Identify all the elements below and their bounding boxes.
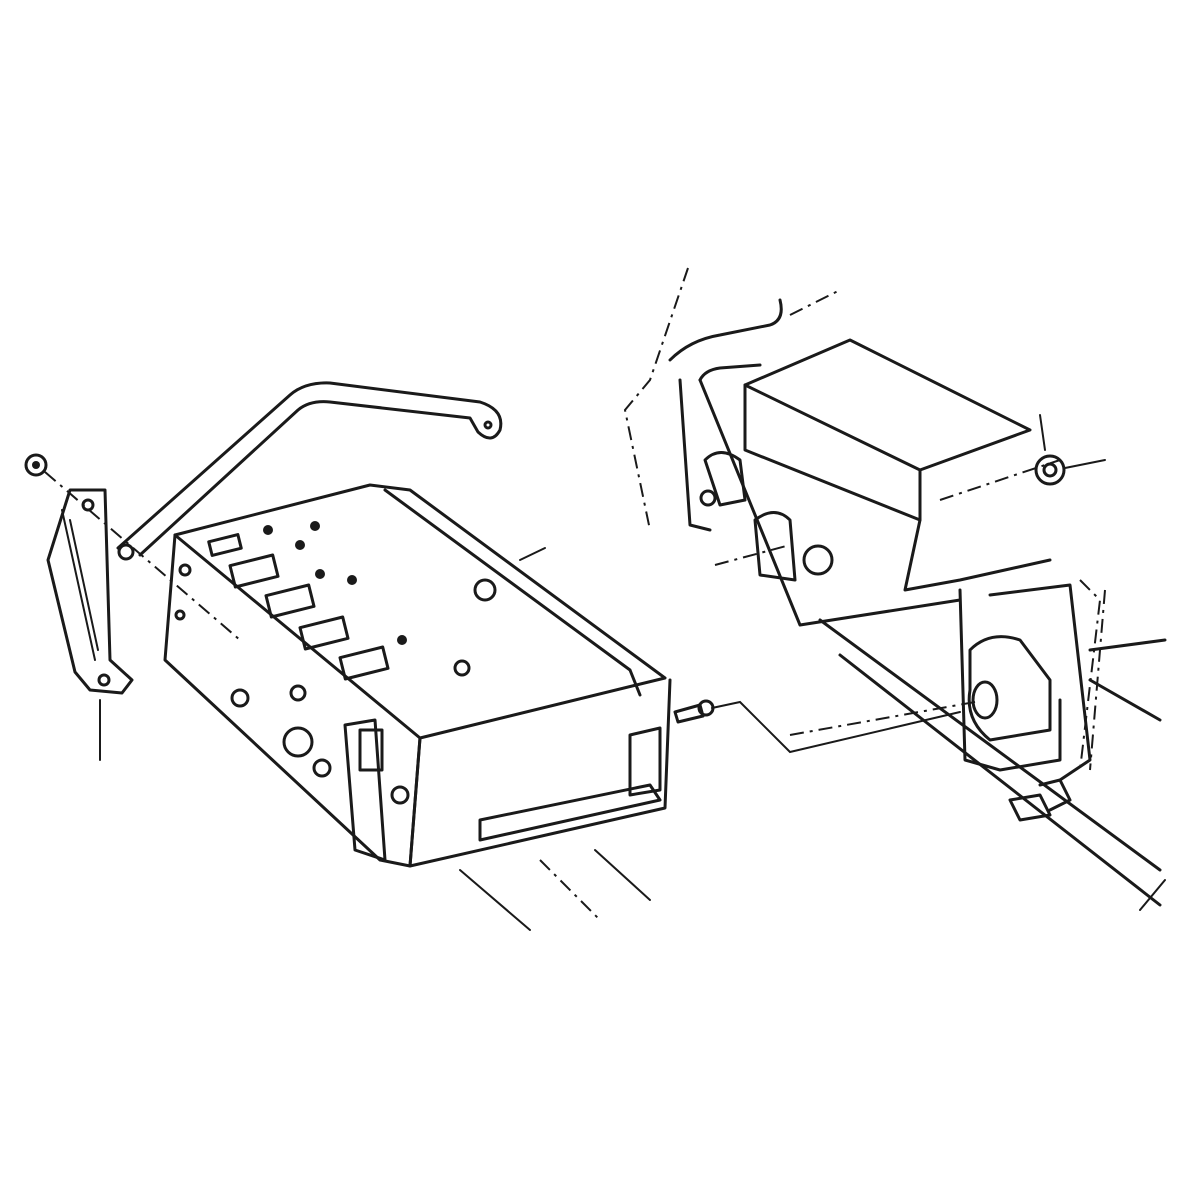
mounting-bracket bbox=[46, 488, 134, 761]
antenna-connector bbox=[673, 699, 961, 754]
dash-mount-assembly bbox=[623, 267, 1167, 911]
radio-unit bbox=[163, 483, 672, 868]
console-floor-lines bbox=[459, 849, 651, 931]
alignment-line-bolt bbox=[44, 471, 241, 641]
support-rod bbox=[116, 381, 503, 561]
mounting-bolt bbox=[24, 453, 48, 477]
